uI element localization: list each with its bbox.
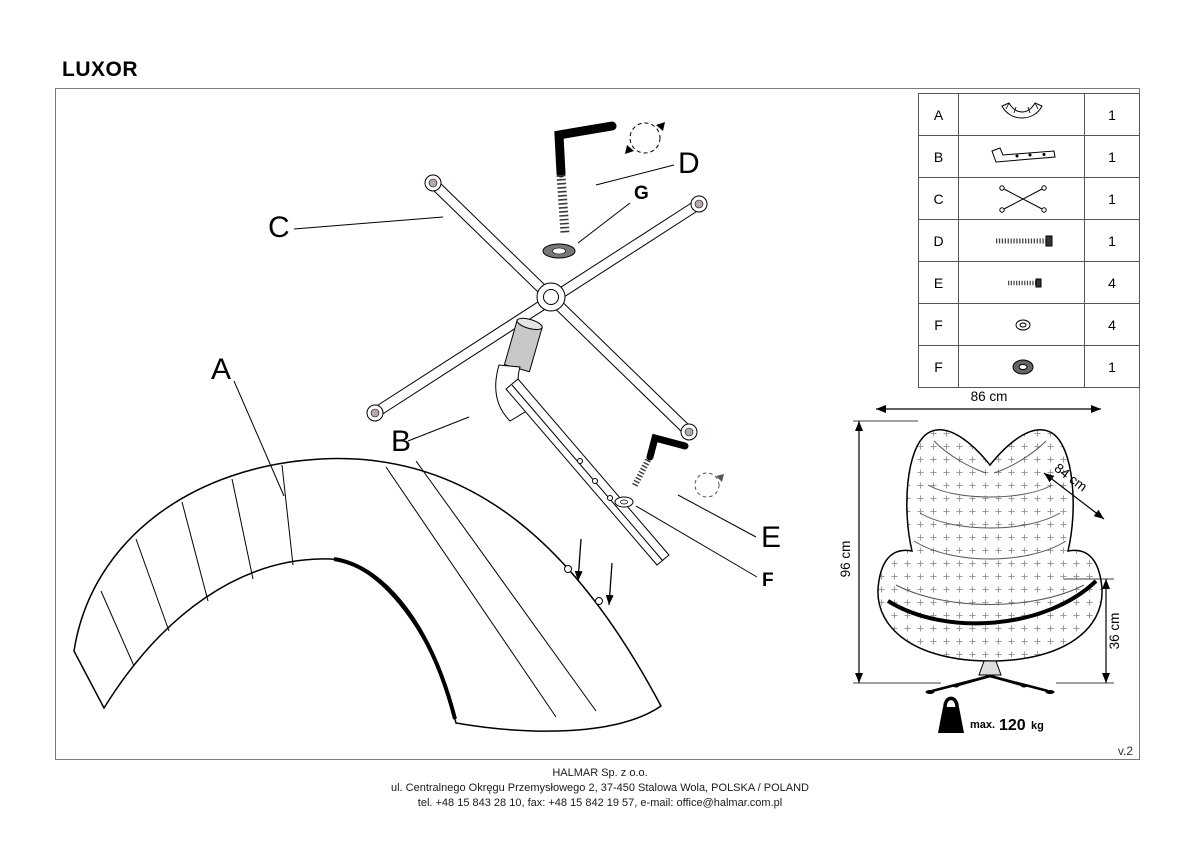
shell-ribs [100,460,597,718]
label-d: D [678,147,700,180]
page-title: LUXOR [62,58,138,81]
part-letter: B [919,136,959,177]
bolt-e-part [631,433,724,498]
leader-line [635,505,758,578]
max-load-prefix: max. [970,719,995,731]
height-dimension-label: 96 cm [838,541,853,578]
rotation-arrow-icon [694,472,720,498]
rotation-arrow-icon [629,122,661,154]
large-washer-icon [959,346,1084,387]
bracket-part-icon [959,136,1084,177]
label-c: C [268,211,290,244]
footer-contact: tel. +48 15 843 28 10, fax: +48 15 842 1… [417,797,783,809]
leader-line [595,164,675,186]
long-bolt-icon [959,220,1084,261]
depth-dimension-arrow [1043,472,1105,520]
max-load: max. 120 kg [938,696,1044,734]
washer-g-part [542,243,576,259]
part-letter: F [919,346,959,387]
upholstery-seams [895,440,1085,605]
part-letter: E [919,262,959,303]
part-letter: F [919,304,959,345]
cross-base-part [366,174,708,441]
allen-handle [554,121,617,178]
leader-line [293,216,444,230]
screw-hole [564,565,572,573]
chair-shell-outline [877,429,1103,662]
parts-table-row: F 1 [919,346,1139,388]
small-washer-icon [959,304,1084,345]
insert-arrow [574,538,583,582]
parts-table-row: E 4 [919,262,1139,304]
seat-height-dimension-label: 36 cm [1107,613,1122,650]
footer-address: ul. Centralnego Okręgu Przemysłowego 2, … [390,782,809,794]
leader-line [677,494,757,538]
shell-part [73,457,662,732]
leader-line [407,416,470,442]
label-a: A [211,353,231,386]
part-qty: 1 [1084,346,1139,387]
parts-table-row: B 1 [919,136,1139,178]
threaded-shaft [556,174,570,234]
washer-f-part [614,496,634,508]
caster-cap [366,174,708,441]
chair-figure: 86 cm [838,389,1122,694]
part-qty: 1 [1084,178,1139,219]
leader-line [233,380,285,497]
screw-hole [595,597,603,605]
label-e: E [761,521,781,554]
cross-base-icon [959,178,1084,219]
assembly-diagram: A B C D G E F 86 cm [73,121,1122,734]
part-letter: D [919,220,959,261]
label-f: F [762,570,774,591]
label-b: B [391,425,411,458]
part-letter: A [919,94,959,135]
parts-table-row: F 4 [919,304,1139,346]
insert-arrow [605,562,614,606]
parts-table-row: D 1 [919,220,1139,262]
part-qty: 4 [1084,304,1139,345]
short-screw-icon [959,262,1084,303]
gas-lift-part [495,317,670,566]
threaded-shaft-small [631,458,651,489]
shell-part-icon [959,94,1084,135]
callout-labels: A B C D G E F [211,147,781,591]
max-load-unit: kg [1031,720,1044,732]
bolt-d-part [554,121,665,234]
label-g: G [634,183,649,204]
part-qty: 1 [1084,136,1139,177]
instruction-sheet: A B C D G E F 86 cm [55,88,1140,760]
footer-company: HALMAR Sp. z o.o. [552,767,648,779]
seat-rim [886,579,1098,626]
width-dimension-label: 86 cm [971,389,1008,404]
part-qty: 4 [1084,262,1139,303]
parts-table: A 1 B 1 C 1 D 1 [918,93,1140,388]
chair-pedestal [925,660,1055,694]
parts-table-row: A 1 [919,94,1139,136]
weight-icon [938,696,964,733]
allen-handle-small [646,433,689,461]
part-letter: C [919,178,959,219]
part-qty: 1 [1084,94,1139,135]
version-label: v.2 [1117,744,1133,758]
seat-front-edge [333,557,457,720]
parts-table-row: C 1 [919,178,1139,220]
max-load-value: 120 [999,717,1026,734]
part-qty: 1 [1084,220,1139,261]
leader-line [577,202,631,244]
footer: HALMAR Sp. z o.o. ul. Centralnego Okręgu… [0,766,1200,811]
